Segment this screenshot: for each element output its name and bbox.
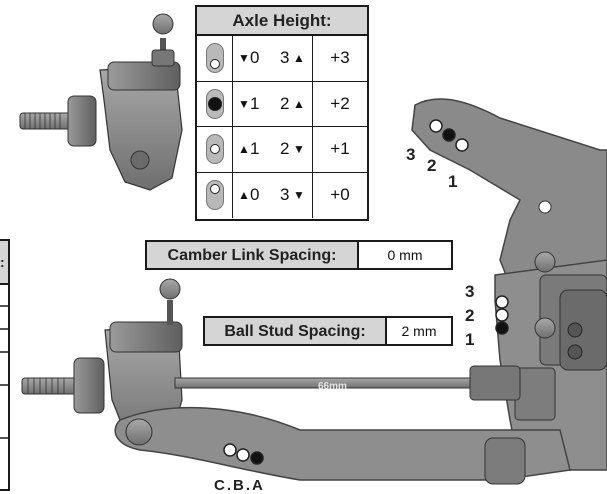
bulkhead-position-2: 2 bbox=[465, 306, 475, 325]
insert-orientation-cell: ▼ 1 2 ▲ bbox=[233, 81, 313, 126]
insert-left-number: 1 bbox=[250, 93, 260, 113]
insert-icon bbox=[206, 179, 224, 210]
tower-position-3: 3 bbox=[406, 145, 416, 164]
insert-orientation-cell: ▲ 1 2 ▼ bbox=[233, 127, 313, 172]
ball-stud-spacing-box: Ball Stud Spacing: 2 mm bbox=[203, 316, 453, 346]
arrow-up-icon: ▲ bbox=[238, 142, 250, 156]
shock-tower-illustration bbox=[411, 98, 607, 301]
axle-hole-cell bbox=[197, 172, 233, 218]
tower-position-1: 1 bbox=[448, 172, 458, 191]
camber-link-spacing-value: 0 mm bbox=[387, 247, 423, 263]
camber-link-spacing-label: Camber Link Spacing: bbox=[147, 242, 359, 268]
tower-position-2: 2 bbox=[427, 156, 437, 175]
upper-upright-illustration bbox=[19, 13, 183, 191]
axle-height-value: +2 bbox=[330, 93, 350, 113]
arrow-up-icon: ▲ bbox=[238, 187, 250, 202]
arrow-up-icon: ▲ bbox=[293, 51, 305, 65]
camber-link-spacing-box: Camber Link Spacing: 0 mm bbox=[145, 240, 453, 270]
bulkhead-position-3: 3 bbox=[465, 282, 475, 301]
lower-arm-label: C.B.A bbox=[214, 477, 265, 494]
driveshaft-illustration: 66mm bbox=[174, 365, 521, 401]
lower-arm-illustration bbox=[114, 406, 571, 485]
insert-orientation-cell: ▲ 0 3 ▼ bbox=[233, 172, 313, 218]
axle-height-row: ▲ 0 3 ▼ +0 bbox=[197, 172, 367, 218]
ball-stud-spacing-value: 2 mm bbox=[401, 323, 437, 339]
arrow-up-icon: ▲ bbox=[293, 96, 305, 111]
insert-left-number: 1 bbox=[250, 139, 260, 158]
insert-icon bbox=[206, 43, 224, 73]
arrow-down-icon: ▼ bbox=[293, 187, 305, 202]
axle-height-value: +3 bbox=[330, 48, 350, 67]
shaft-marking: 66mm bbox=[318, 381, 347, 392]
axle-height-row: ▲ 1 2 ▼ +1 bbox=[197, 127, 367, 173]
partial-table-header: : bbox=[0, 254, 5, 270]
insert-right-number: 3 bbox=[280, 48, 290, 67]
arrow-down-icon: ▼ bbox=[293, 142, 305, 156]
arrow-down-icon: ▼ bbox=[238, 96, 250, 111]
insert-icon bbox=[206, 134, 224, 164]
axle-height-row: ▼ 1 2 ▲ +2 bbox=[197, 81, 367, 127]
bulkhead-illustration bbox=[494, 251, 607, 471]
arrow-down-icon: ▼ bbox=[238, 51, 250, 65]
bulkhead-position-1: 1 bbox=[465, 330, 475, 349]
insert-orientation-cell: ▼ 0 3 ▲ bbox=[233, 36, 313, 81]
axle-height-value: +1 bbox=[330, 139, 350, 158]
insert-right-number: 2 bbox=[280, 139, 290, 158]
axle-height-value: +0 bbox=[330, 184, 350, 204]
axle-hole-cell bbox=[197, 81, 233, 126]
partial-left-table bbox=[0, 239, 10, 491]
axle-height-row: ▼ 0 3 ▲ +3 bbox=[197, 36, 367, 82]
ball-stud-spacing-label: Ball Stud Spacing: bbox=[205, 318, 387, 344]
axle-height-table: Axle Height: ▼ 0 3 ▲ +3 ▼ 1 2 ▲ +2 ▲ 1 bbox=[195, 5, 369, 221]
insert-right-number: 2 bbox=[280, 93, 290, 113]
insert-left-number: 0 bbox=[250, 184, 260, 204]
insert-right-number: 3 bbox=[280, 184, 290, 204]
axle-height-title: Axle Height: bbox=[197, 7, 367, 36]
insert-icon bbox=[206, 88, 224, 119]
insert-left-number: 0 bbox=[250, 48, 260, 67]
axle-hole-cell bbox=[197, 127, 233, 172]
axle-hole-cell bbox=[197, 36, 233, 81]
